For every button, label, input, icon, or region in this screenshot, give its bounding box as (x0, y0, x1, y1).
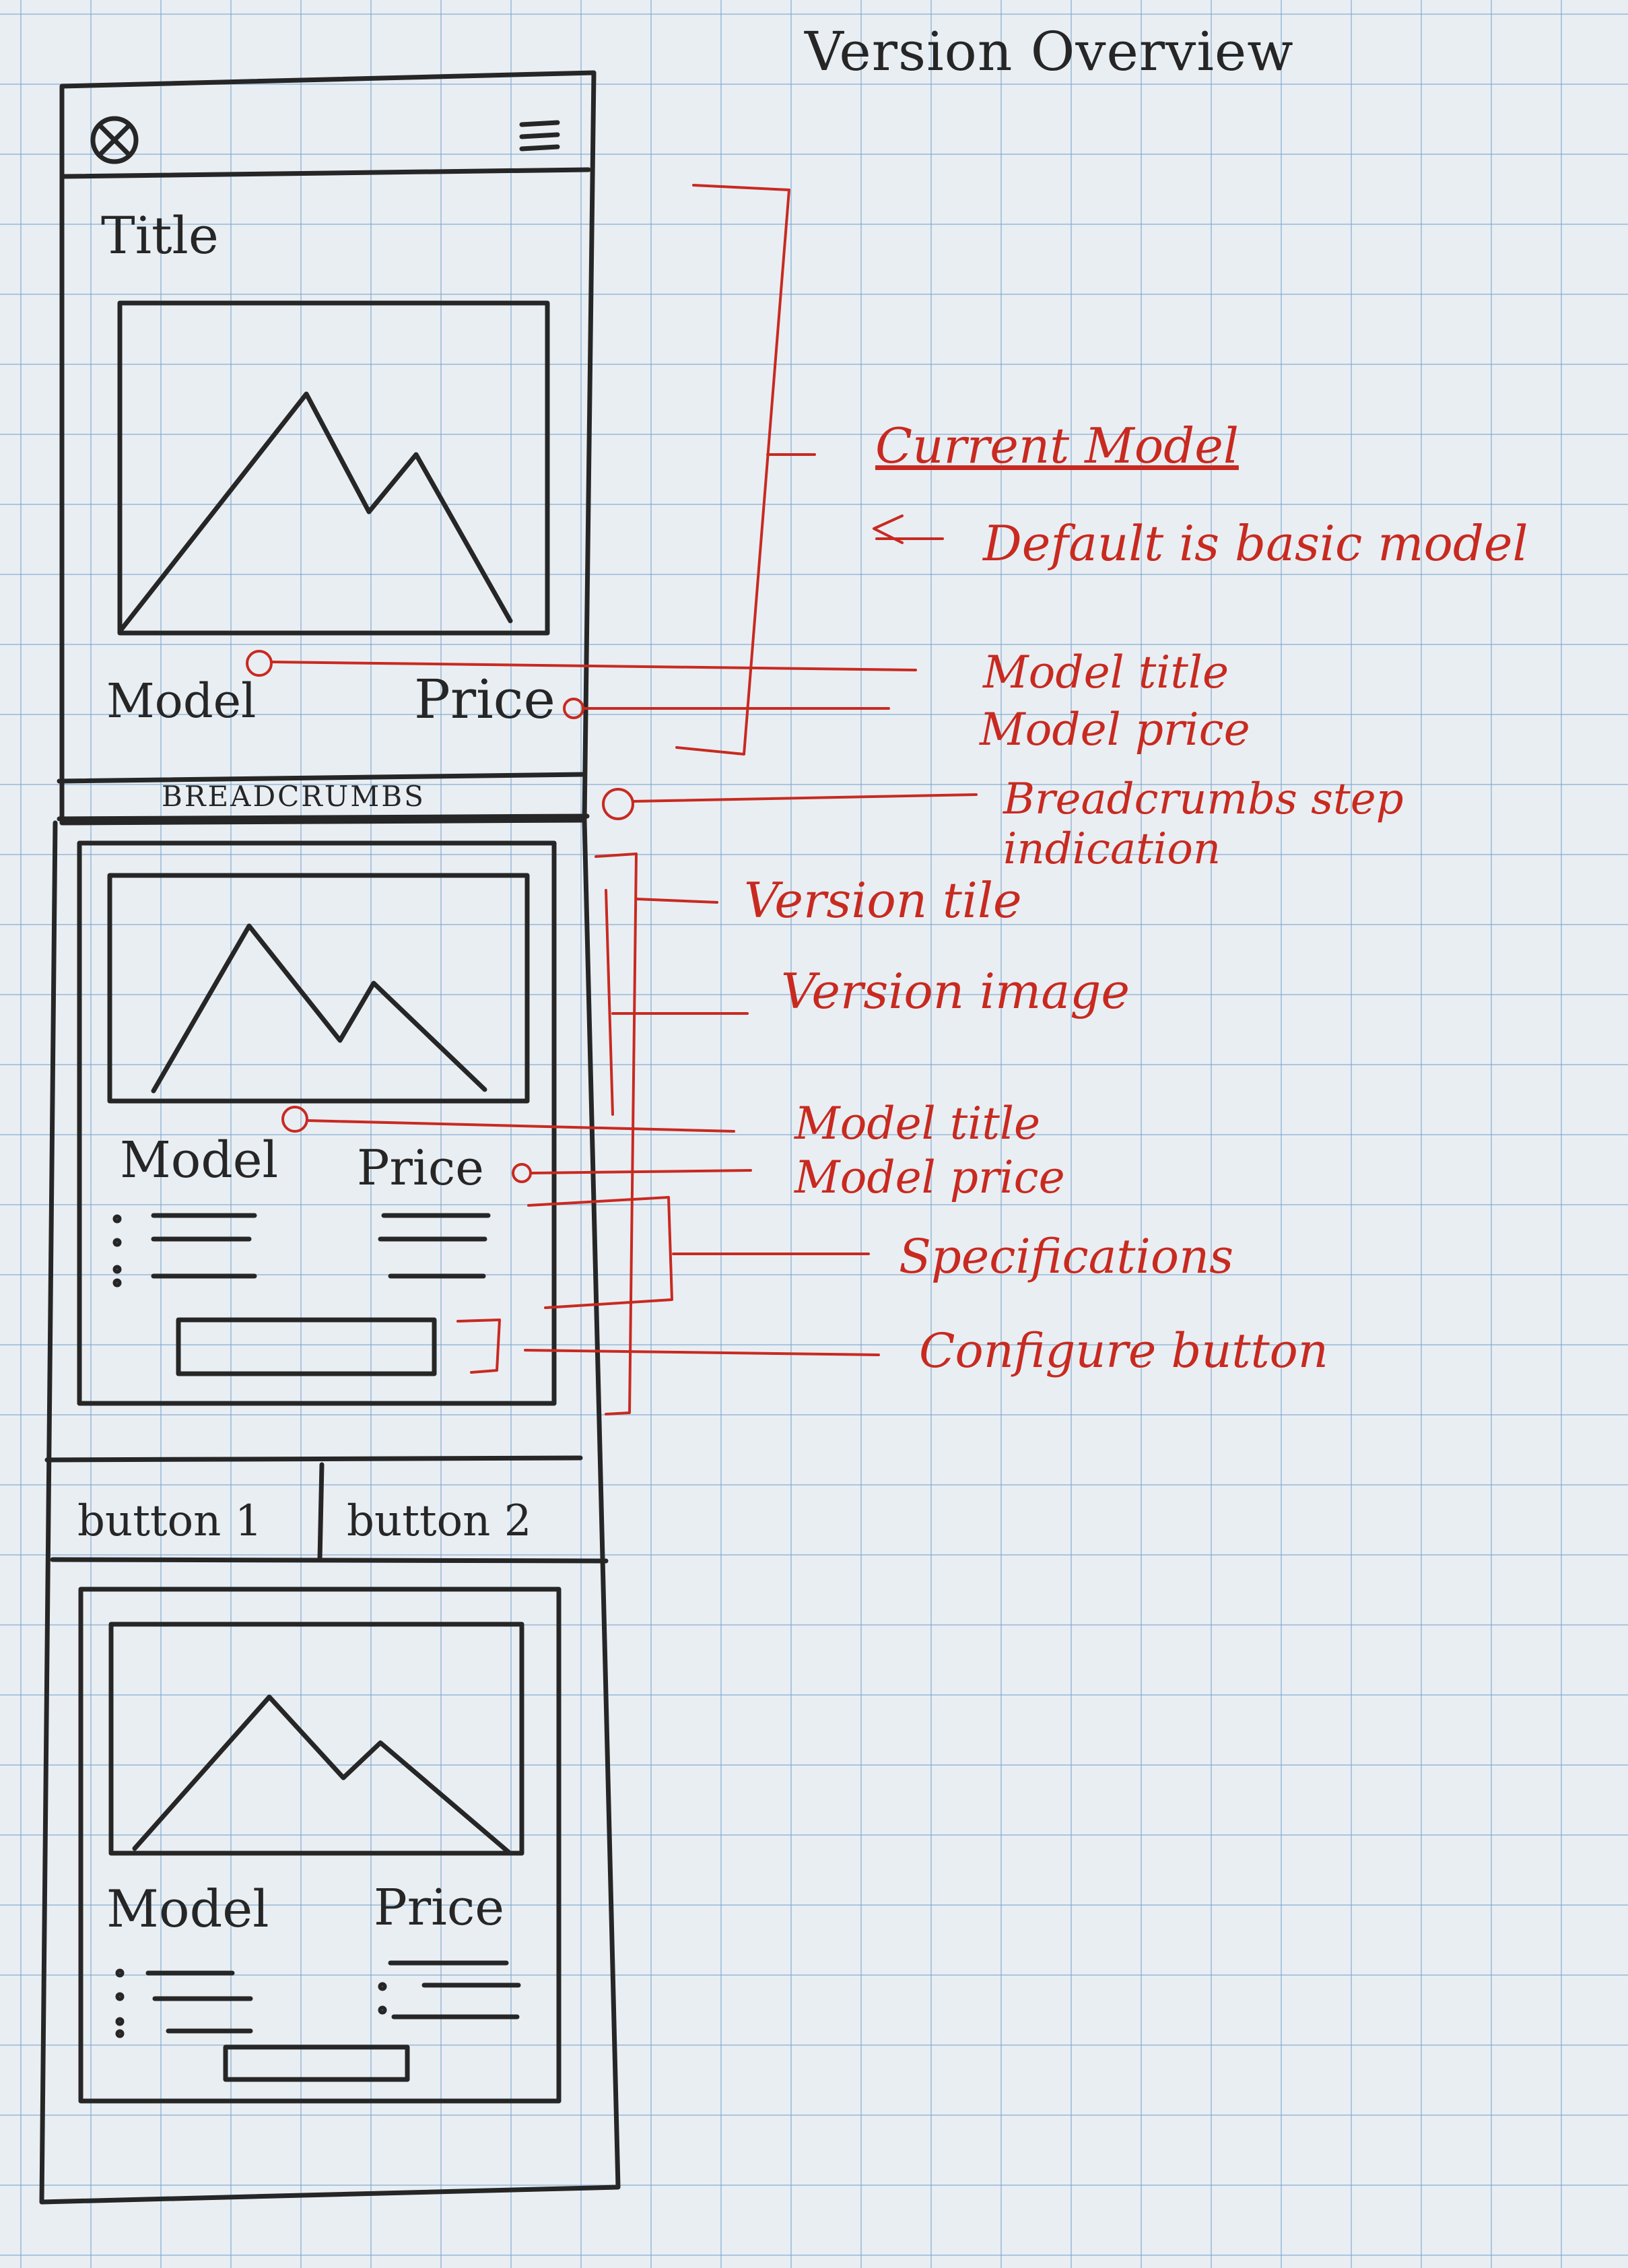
annotation-model-price-1: Model price (980, 704, 1250, 756)
second-tile-price: Price (374, 1879, 505, 1937)
close-icon (90, 116, 139, 164)
annotation-breadcrumbs: Breadcrumbs step indication (1003, 774, 1404, 874)
annotation-current-model: Current Model (875, 418, 1239, 474)
phone-title: Title (101, 205, 219, 265)
phone-frame-lower (39, 818, 621, 2205)
menu-icon (519, 120, 560, 152)
button-1[interactable]: button 1 (77, 1496, 263, 1546)
version-tile-frame (77, 840, 557, 1406)
current-model-title: Model (106, 673, 257, 729)
page-title: Version Overview (805, 20, 1294, 83)
current-model-price: Price (414, 668, 555, 731)
top-bar-divider (62, 167, 591, 179)
button-2[interactable]: button 2 (347, 1496, 532, 1546)
second-tile-frame (78, 1587, 562, 2104)
annotation-version-tile: Version tile (744, 872, 1022, 929)
annotation-version-image: Version image (781, 963, 1130, 1020)
breadcrumb-bottom-divider (57, 813, 590, 822)
hero-image-placeholder (117, 300, 550, 636)
configure-button[interactable] (176, 1317, 437, 1376)
annotation-model-price-2: Model price (794, 1152, 1065, 1203)
annotation-configure-button: Configure button (919, 1323, 1328, 1378)
breadcrumb-top-divider (57, 772, 587, 784)
breadcrumbs: BREADCRUMBS (162, 780, 426, 813)
second-tile-model: Model (106, 1879, 269, 1939)
annotation-model-title-2: Model title (794, 1098, 1041, 1149)
version-tile-price: Price (357, 1139, 484, 1196)
annotation-model-title-1: Model title (983, 646, 1229, 698)
version-tile-model: Model (120, 1131, 279, 1189)
annotation-specifications: Specifications (899, 1229, 1234, 1284)
bottom-button-bar (44, 1455, 609, 1564)
annotation-default-note: Default is basic model (983, 515, 1528, 572)
